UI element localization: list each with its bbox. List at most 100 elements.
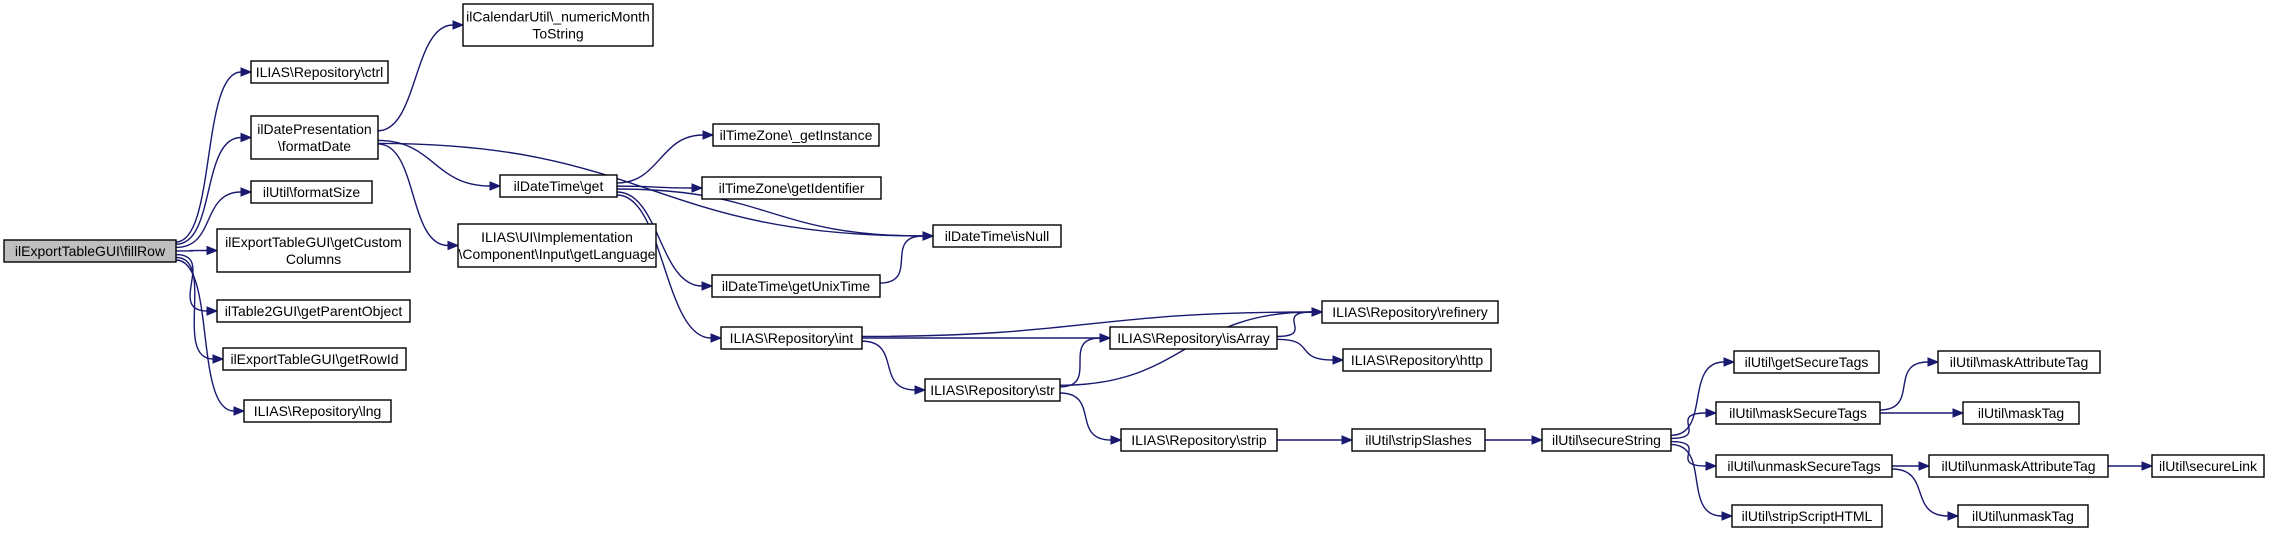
edge-fill-row-to-get-row-id [175,256,214,360]
node-label: ilUtil\maskTag [1978,405,2064,421]
edge-fill-row-to-format-date [175,136,242,245]
arrowhead [1531,435,1544,445]
arrowhead [1332,355,1345,365]
node-get-parent-object[interactable]: ilTable2GUI\getParentObject [216,299,411,323]
edge-fill-row-to-ctrl [175,71,242,243]
node-box [1351,428,1486,452]
node-label: ilUtil\stripScriptHTML [1742,508,1873,524]
edge-get-unix-time-to-is-null [879,235,924,284]
node-box [711,274,881,298]
edge-dt-get-to-is-null [616,188,924,237]
node-repo-int[interactable]: ILIAS\Repository\int [720,326,863,350]
node-tz-get-identifier[interactable]: ilTimeZone\getIdentifier [701,176,882,200]
node-label: ilUtil\maskSecureTags [1729,405,1867,421]
arrowhead [701,281,714,291]
node-unmask-attribute-tag[interactable]: ilUtil\unmaskAttributeTag [1928,454,2109,478]
node-label: ilDateTime\isNull [945,228,1050,244]
node-box [1715,401,1881,425]
edge-fill-row-to-lng [175,259,235,412]
edge-unmask-secure-tags-to-unmask-tag [1891,468,1949,517]
node-label: ilDateTime\getUnixTime [722,278,871,294]
arrowhead [206,306,219,316]
edge-secure-string-to-get-secure-tags [1670,361,1725,437]
node-label: ilUtil\maskAttributeTag [1950,354,2089,370]
node-box [250,180,373,204]
node-box [457,223,657,268]
node-ctrl[interactable]: ILIAS\Repository\ctrl [250,60,389,84]
arrowhead [922,231,935,241]
arrowhead [702,130,715,140]
arrowhead [1705,461,1718,471]
node-get-row-id[interactable]: ilExportTableGUI\getRowId [222,347,407,371]
node-get-language[interactable]: ILIAS\UI\Implementation\Component\Input\… [457,223,657,268]
node-dt-get[interactable]: ilDateTime\get [499,174,618,198]
node-box [1957,504,2089,528]
node-secure-link[interactable]: ilUtil\secureLink [2151,454,2265,478]
arrowhead [233,406,246,416]
node-box [1321,300,1499,324]
node-label: ToString [532,26,583,42]
node-label: ilDatePresentation [257,121,371,137]
arrowhead [452,20,465,30]
node-format-size[interactable]: ilUtil\formatSize [250,180,373,204]
node-label: ilExportTableGUI\getRowId [230,351,398,367]
node-mask-attribute-tag[interactable]: ilUtil\maskAttributeTag [1937,350,2101,374]
node-is-null[interactable]: ilDateTime\isNull [932,224,1062,248]
arrowhead [691,183,704,193]
node-secure-string[interactable]: ilUtil\secureString [1541,428,1672,452]
arrowhead [1110,435,1123,445]
node-unmask-secure-tags[interactable]: ilUtil\unmaskSecureTags [1715,454,1893,478]
node-strip-slashes[interactable]: ilUtil\stripSlashes [1351,428,1486,452]
node-get-secure-tags[interactable]: ilUtil\getSecureTags [1733,350,1880,374]
edge-fill-row-to-get-parent-object [175,253,208,312]
node-label: \Component\Input\getLanguage [459,246,656,262]
node-label: ilTable2GUI\getParentObject [225,303,403,319]
arrowhead [1705,408,1718,418]
arrowhead [1311,307,1324,317]
node-mask-secure-tags[interactable]: ilUtil\maskSecureTags [1715,401,1881,425]
node-label: ilUtil\unmaskAttributeTag [1941,458,2095,474]
node-get-unix-time[interactable]: ilDateTime\getUnixTime [711,274,881,298]
node-box [2151,454,2265,478]
edge-mask-secure-tags-to-mask-attribute-tag [1879,361,1929,411]
node-http[interactable]: ILIAS\Repository\http [1342,348,1492,372]
node-fill-row[interactable]: ilExportTableGUI\fillRow [3,239,177,263]
arrowhead [240,132,253,143]
node-label: ILIAS\Repository\strip [1131,432,1267,448]
node-label: ILIAS\Repository\isArray [1117,330,1270,346]
node-is-array[interactable]: ILIAS\Repository\isArray [1109,326,1278,350]
edge-repo-str-to-is-array [1059,337,1101,388]
node-label: \formatDate [278,138,351,154]
edge-repo-str-to-repo-strip [1059,392,1112,441]
node-mask-tag[interactable]: ilUtil\maskTag [1962,401,2080,425]
edge-dt-get-to-tz-get-instance [616,134,704,184]
node-box [924,378,1061,402]
node-repo-strip[interactable]: ILIAS\Repository\strip [1120,428,1278,452]
node-refinery[interactable]: ILIAS\Repository\refinery [1321,300,1499,324]
arrowhead [206,245,219,256]
node-format-date[interactable]: ilDatePresentation\formatDate [250,115,379,160]
node-repo-str[interactable]: ILIAS\Repository\str [924,378,1061,402]
node-label: ilDateTime\get [514,178,604,194]
node-box [462,3,654,47]
node-box [216,228,411,273]
arrowhead [1721,511,1734,521]
arrowhead [447,240,460,251]
node-unmask-tag[interactable]: ilUtil\unmaskTag [1957,504,2089,528]
node-tz-get-instance[interactable]: ilTimeZone\_getInstance [712,123,880,147]
node-lng[interactable]: ILIAS\Repository\lng [243,399,392,423]
arrowhead [1952,408,1965,418]
node-strip-script-html[interactable]: ilUtil\stripScriptHTML [1731,504,1883,528]
edge-is-array-to-refinery [1276,311,1313,338]
arrowhead [1927,357,1940,367]
node-box [712,123,880,147]
edge-format-date-to-numeric-month [377,24,454,132]
node-box [3,239,177,263]
node-label: ilUtil\secureLink [2159,458,2258,474]
node-box [1937,350,2101,374]
arrowhead [710,333,723,343]
edge-secure-string-to-strip-script-html [1670,443,1723,517]
